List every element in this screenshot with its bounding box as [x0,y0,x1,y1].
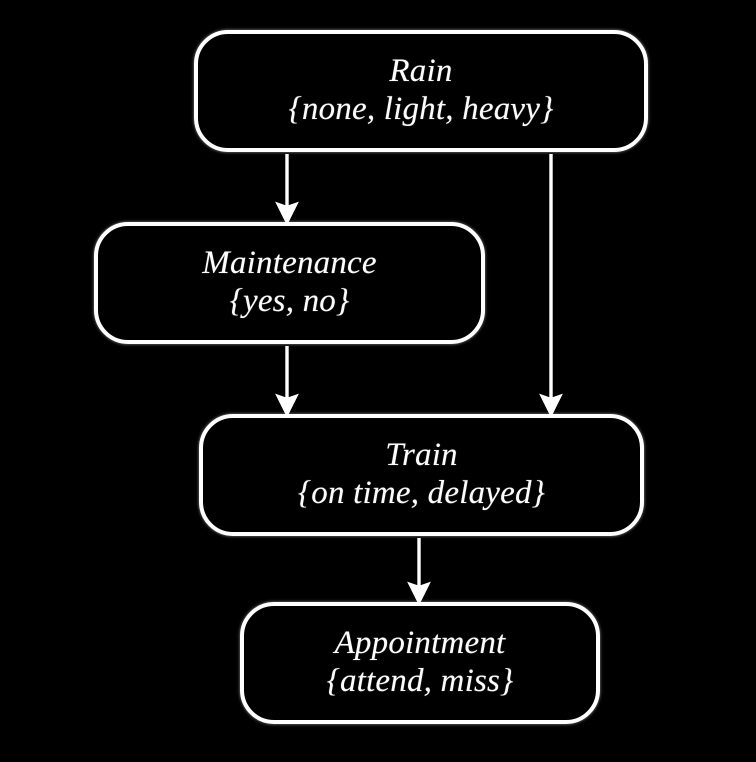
node-maintenance[interactable]: Maintenance {yes, no} [94,222,485,344]
node-rain-label: Rain [389,53,453,90]
node-maintenance-label: Maintenance [202,245,377,282]
node-appointment-states: {attend, miss} [326,663,514,699]
node-train-label: Train [385,437,458,474]
node-rain-states: {none, light, heavy} [288,91,554,127]
node-train-states: {on time, delayed} [297,475,546,511]
node-train[interactable]: Train {on time, delayed} [199,414,644,536]
node-appointment[interactable]: Appointment {attend, miss} [240,602,600,724]
node-rain[interactable]: Rain {none, light, heavy} [194,30,648,152]
node-appointment-label: Appointment [334,625,506,662]
node-maintenance-states: {yes, no} [229,283,350,319]
